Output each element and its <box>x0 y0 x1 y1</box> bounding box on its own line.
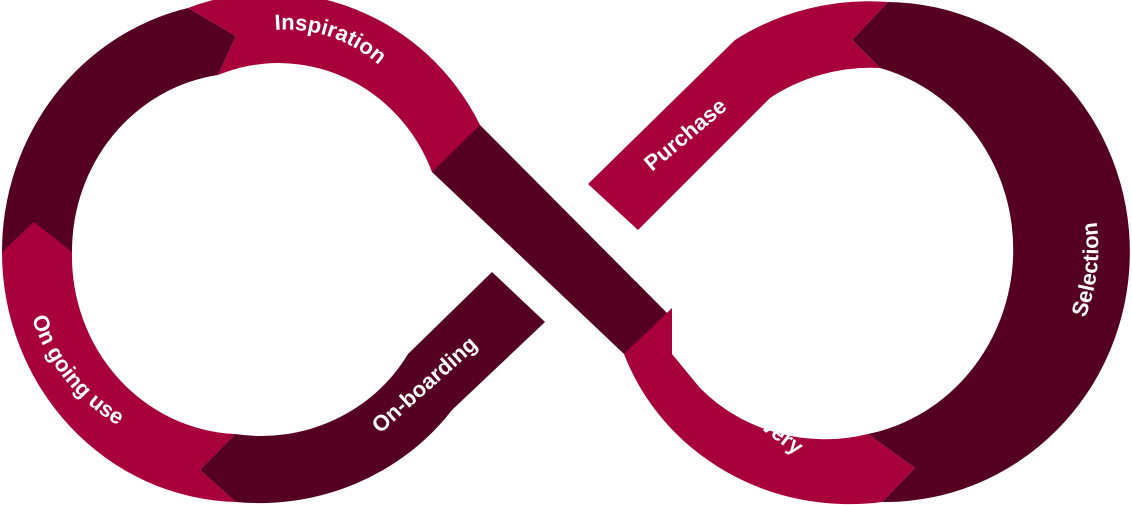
segment-selection[interactable] <box>852 2 1130 503</box>
segment-purchase[interactable] <box>588 1 888 230</box>
segment-on-going-use[interactable] <box>1 222 236 502</box>
segment-on-boarding[interactable] <box>200 272 545 504</box>
segment-left-upper <box>1 8 236 252</box>
segment-crossover <box>432 125 672 354</box>
segment-discovery[interactable] <box>624 308 915 505</box>
segment-inspiration[interactable] <box>188 0 480 172</box>
